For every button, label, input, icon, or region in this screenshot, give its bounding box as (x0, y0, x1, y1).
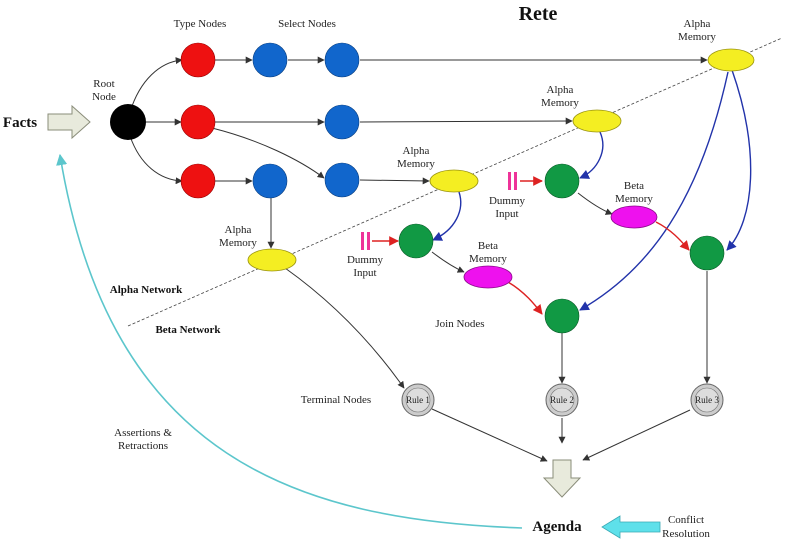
facts-arrow (47, 104, 91, 140)
beta-memory-label: Beta (624, 180, 644, 192)
beta-memory-node (610, 205, 658, 229)
type-node (180, 163, 216, 199)
assertions-label: Assertions & (114, 427, 172, 439)
assertions-label: Retractions (118, 440, 168, 452)
dummy-input-label: Input (353, 267, 376, 279)
alpha-memory-label: Alpha (684, 18, 711, 30)
facts-label: Facts (3, 115, 37, 131)
edge-alpha1-join4 (579, 71, 729, 311)
rule-node-2: Rule 2 (545, 383, 579, 417)
dummy-input-marker (361, 232, 370, 250)
edge-join2-beta2 (577, 192, 613, 215)
edge-alpha1-join3 (726, 69, 752, 251)
alpha-memory-label: Alpha (547, 84, 574, 96)
root-node (110, 104, 146, 140)
join-node (544, 163, 580, 199)
dummy-input-label: Dummy (489, 195, 526, 207)
select-nodes-label: Select Nodes (278, 18, 336, 30)
rule-label: Rule 2 (550, 395, 574, 405)
edge-rule3-agenda (582, 409, 691, 461)
edge-beta2-join3 (655, 221, 690, 251)
dummy-input-label: Input (495, 208, 518, 220)
edge-alpha2-join2 (579, 131, 604, 179)
beta-memory-label: Beta (478, 240, 498, 252)
alpha-memory-node (429, 169, 479, 193)
dummy-input-label: Dummy (347, 254, 384, 266)
select-node (252, 163, 288, 199)
type-node (180, 42, 216, 78)
alpha-memory-label: Alpha (225, 224, 252, 236)
alpha-memory-node (707, 48, 755, 72)
edge-select5-alpha3 (359, 177, 430, 185)
dummy-input-marker (508, 172, 517, 190)
alpha-memory-label: Memory (678, 31, 716, 43)
beta-network-label: Beta Network (155, 324, 221, 336)
beta-memory-label: Memory (469, 253, 507, 265)
edge-root-type1 (129, 57, 183, 113)
alpha-memory-label: Memory (219, 237, 257, 249)
beta-memory-label: Memory (615, 193, 653, 205)
select-node (324, 162, 360, 198)
root-node-label: Root (93, 78, 114, 90)
alpha-memory-node (572, 109, 622, 133)
edge-alpha3-join1 (432, 191, 462, 241)
edge-root-type3 (129, 135, 183, 185)
edge-beta1-join4 (507, 281, 543, 315)
conflict-resolution-label: Resolution (662, 528, 710, 540)
rule-label: Rule 3 (695, 395, 719, 405)
alpha-memory-label: Alpha (403, 145, 430, 157)
type-nodes-label: Type Nodes (174, 18, 227, 30)
edge-alpha4-rule1 (284, 267, 405, 389)
select-node (252, 42, 288, 78)
edge-rule1-agenda (431, 408, 548, 462)
edge-select3-alpha2 (359, 117, 573, 125)
edge-agenda-facts (56, 153, 523, 529)
join-nodes-label: Join Nodes (435, 318, 484, 330)
beta-memory-node (463, 265, 513, 289)
join-node (689, 235, 725, 271)
diagram-title: Rete (519, 3, 558, 25)
rule-node-1: Rule 1 (401, 383, 435, 417)
root-node-label: Node (92, 91, 116, 103)
agenda-arrow (542, 459, 582, 498)
conflict-resolution-label: Conflict (668, 514, 704, 526)
agenda-label: Agenda (532, 519, 582, 535)
alpha-memory-label: Memory (541, 97, 579, 109)
alpha-memory-node (247, 248, 297, 272)
rule-label: Rule 1 (406, 395, 430, 405)
terminal-nodes-label: Terminal Nodes (301, 394, 371, 406)
select-node (324, 42, 360, 78)
join-node (398, 223, 434, 259)
alpha-network-label: Alpha Network (110, 284, 183, 296)
conflict-resolution-arrow (601, 515, 661, 539)
type-node (180, 104, 216, 140)
edge-join1-beta1 (431, 251, 465, 273)
alpha-memory-label: Memory (397, 158, 435, 170)
select-node (324, 104, 360, 140)
rule-node-3: Rule 3 (690, 383, 724, 417)
edge-type2-select5 (211, 127, 325, 179)
join-node (544, 298, 580, 334)
